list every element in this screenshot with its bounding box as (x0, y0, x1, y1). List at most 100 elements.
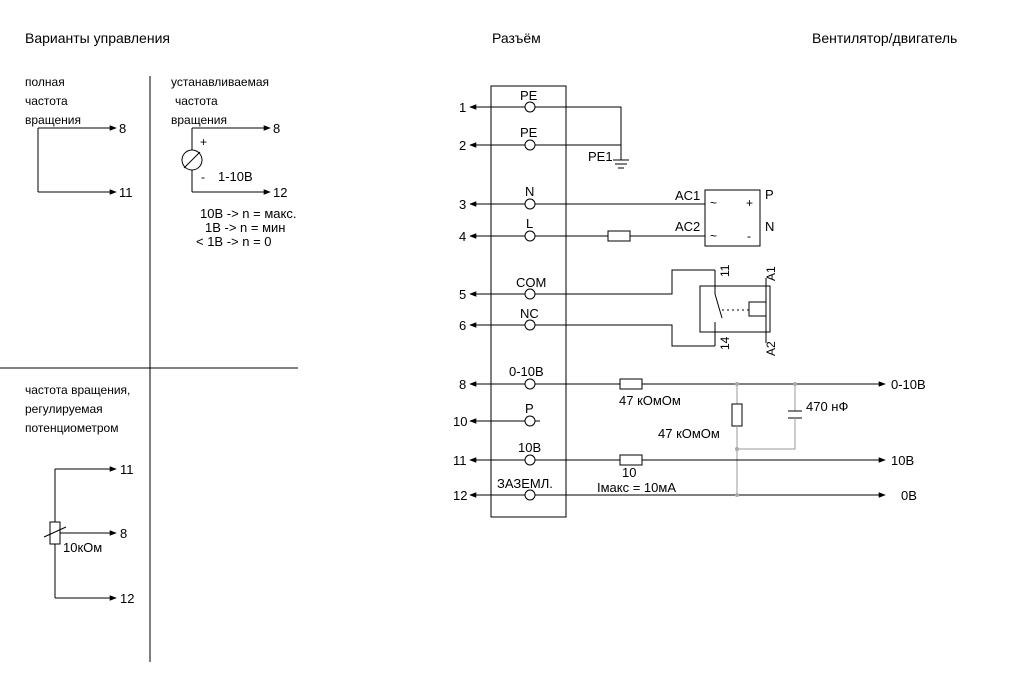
pin-4-terminal (524, 230, 536, 242)
pin-2-label: PE (520, 125, 538, 140)
connector-body (490, 85, 567, 518)
adjustable-label-2: частота (175, 94, 218, 108)
potentiometer-icon (49, 521, 61, 545)
power-p-label: P (765, 187, 774, 202)
pin-10-label: P (525, 401, 534, 416)
output-0-10v-label: 0-10В (891, 377, 926, 392)
relay-a2-label: A2 (764, 341, 778, 356)
dc-plus: + (746, 196, 753, 210)
pin-number-1: 1 (459, 100, 466, 115)
pin-11-terminal (524, 454, 536, 466)
pe1-label: PE1 (588, 149, 613, 164)
pin-number-2: 2 (459, 138, 466, 153)
adjustable-label-1: устанавливаемая (171, 75, 269, 89)
resistor-2-label: 47 кОмОм (658, 426, 720, 441)
motor-side: PE1 ~ ~ + - AC1 AC2 P N 11 14 A1 A2 47 к (535, 106, 926, 503)
capacitor-label: 470 нФ (806, 399, 848, 414)
relay-contact-blade (714, 293, 723, 319)
note-zero: < 1В -> n = 0 (196, 234, 272, 249)
relay-14-label: 14 (718, 336, 732, 350)
adjustable-label-3: вращения (171, 113, 227, 127)
minus-sign: - (201, 170, 205, 184)
pin-number-6: 6 (459, 318, 466, 333)
power-n-label: N (765, 219, 774, 234)
imax-label: Iмакс = 10мА (597, 480, 676, 495)
full-speed-label-3: вращения (25, 113, 81, 127)
full-speed-label-2: частота (25, 94, 68, 108)
pin-8-terminal (524, 378, 536, 390)
pin-12-terminal (524, 489, 536, 501)
relay-coil-icon (748, 301, 767, 317)
pin-3-label: N (525, 184, 534, 199)
pin-10-terminal (524, 415, 536, 427)
plus-sign: + (200, 135, 207, 149)
full-speed-block: полная частота вращения 8 11 (25, 75, 133, 200)
pe-wire-1 (535, 106, 622, 160)
pin-number-12: 12 (453, 488, 467, 503)
pot-value: 10кОм (63, 540, 102, 555)
relay-11-label: 11 (718, 264, 732, 277)
output-0v-label: 0В (901, 488, 917, 503)
pin-number-10: 10 (453, 414, 467, 429)
pin-number-11: 11 (453, 453, 467, 468)
adjustable-pin-12: 12 (273, 185, 287, 200)
full-speed-label-1: полная (25, 75, 65, 89)
pot-pin-11: 11 (120, 462, 134, 477)
pot-pin-8: 8 (120, 526, 127, 541)
resistor-shunt-icon (731, 403, 743, 427)
resistor-10-icon (619, 454, 643, 466)
dc-minus: - (747, 229, 751, 243)
pin-8-label: 0-10В (509, 364, 544, 379)
pin-1-terminal (524, 101, 536, 113)
adjustable-speed-block: устанавливаемая частота вращения + - 1-1… (171, 75, 296, 249)
potentiometer-block: частота вращения, регулируемая потенциом… (25, 383, 134, 606)
junction-dot (735, 447, 739, 451)
potentiometer-slash (43, 526, 67, 538)
pin-6-terminal (524, 319, 536, 331)
ac-tilde-2: ~ (710, 229, 717, 243)
pin-number-8: 8 (459, 377, 466, 392)
relay-a1-label: A1 (764, 266, 778, 281)
ac1-label: AC1 (675, 188, 700, 203)
pot-label-2: регулируемая (25, 402, 103, 416)
header-connector: Разъём (492, 30, 541, 46)
pin-5-terminal (524, 288, 536, 300)
nc-wire (535, 324, 715, 347)
pin-3-terminal (524, 198, 536, 210)
pin-number-3: 3 (459, 197, 466, 212)
ac2-label: AC2 (675, 219, 700, 234)
com-wire (535, 269, 715, 295)
power-terminal-box (704, 189, 761, 247)
cap-wire-bottom (737, 418, 796, 450)
junction-dot (793, 382, 797, 386)
pot-label-3: потенциометром (25, 421, 118, 435)
fuse-icon (607, 230, 631, 242)
adjustable-pin-8: 8 (273, 121, 280, 136)
pot-pin-12: 12 (120, 591, 134, 606)
pin-2-terminal (524, 139, 536, 151)
note-max: 10В -> n = макс. (200, 206, 296, 221)
resistor-47k-icon (619, 378, 643, 390)
note-min: 1В -> n = мин (205, 220, 285, 235)
resistor-3-label: 10 (622, 465, 636, 480)
ac-tilde-1: ~ (710, 196, 717, 210)
resistor-1-label: 47 кОмОм (619, 393, 681, 408)
pin-5-label: COM (516, 275, 546, 290)
header-fan-motor: Вентилятор/двигатель (812, 30, 957, 46)
junction-dot (735, 493, 739, 497)
pin-number-5: 5 (459, 287, 466, 302)
pot-label-1: частота вращения, (25, 383, 130, 397)
pin-number-4: 4 (459, 229, 466, 244)
pin-4-label: L (526, 216, 533, 231)
pin-1-label: PE (520, 88, 538, 103)
junction-dot (735, 382, 739, 386)
connector-block: 1 PE 2 PE 3 N 4 L 5 COM 6 NC 8 0-10В (453, 85, 567, 518)
output-10v-label: 10В (891, 453, 914, 468)
full-speed-pin-11: 11 (119, 185, 133, 200)
pin-12-label: ЗАЗЕМЛ. (497, 476, 553, 491)
header-control-options: Варианты управления (25, 30, 170, 46)
pin-11-label: 10В (518, 440, 541, 455)
pin-6-label: NC (520, 306, 539, 321)
relay-box (699, 285, 771, 333)
